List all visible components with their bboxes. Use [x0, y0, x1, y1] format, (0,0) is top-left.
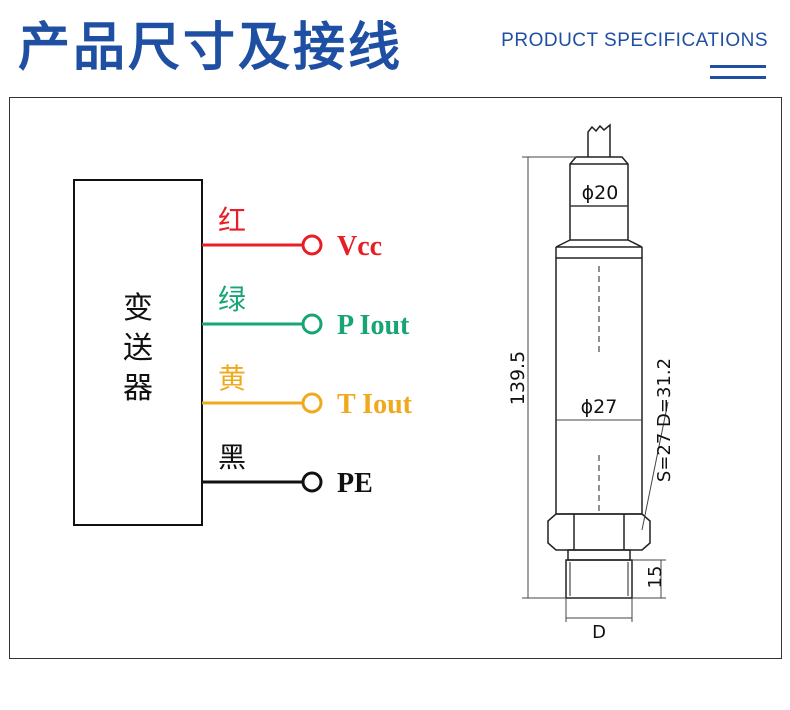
- wire-green-label: 绿: [218, 283, 246, 316]
- wire-green-signal: P Iout: [337, 310, 410, 341]
- wire-black: 黑 PE: [202, 441, 373, 499]
- hex-leader: [641, 401, 669, 531]
- thread-length-label: 15: [645, 566, 666, 589]
- transmitter-label-2: 送: [123, 331, 153, 366]
- wire-black-terminal: [301, 471, 323, 493]
- transmitter-label-3: 器: [123, 371, 153, 406]
- wire-yellow-label: 黄: [218, 362, 246, 395]
- page-subtitle: PRODUCT SPECIFICATIONS: [501, 30, 768, 51]
- wire-black-signal: PE: [337, 468, 373, 499]
- thread-neck: [567, 549, 631, 561]
- header-accent-line-2: [710, 76, 766, 79]
- wire-black-label: 黑: [218, 441, 246, 474]
- wire-green: 绿 P Iout: [202, 283, 410, 341]
- wire-red: 红 Vcc: [202, 204, 382, 262]
- dimension-lines: [522, 156, 669, 622]
- thread-diameter-label: D: [592, 622, 606, 643]
- diagram-frame: [9, 97, 782, 659]
- body-shoulder: [555, 239, 643, 248]
- transmitter-label-1: 变: [123, 291, 153, 326]
- wire-red-terminal: [301, 234, 323, 256]
- wire-red-label: 红: [218, 204, 246, 237]
- diameter-27-label: ϕ27: [581, 396, 618, 418]
- header-accent-line-1: [710, 65, 766, 68]
- diameter-20-label: ϕ20: [582, 182, 619, 204]
- wire-yellow-signal: T Iout: [337, 389, 413, 420]
- cable-stub: [587, 123, 611, 157]
- total-length-label: 139.5: [507, 351, 529, 405]
- wire-yellow-terminal: [301, 392, 323, 414]
- hex-size-label: S=27 D=31.2: [654, 358, 675, 482]
- wire-green-terminal: [301, 313, 323, 335]
- thread: [565, 559, 633, 599]
- transmitter-box: [73, 179, 203, 526]
- page-title: 产品尺寸及接线: [18, 18, 404, 78]
- hex-nut: [547, 513, 651, 551]
- wire-yellow: 黄 T Iout: [202, 362, 413, 420]
- wire-red-signal: Vcc: [337, 231, 382, 262]
